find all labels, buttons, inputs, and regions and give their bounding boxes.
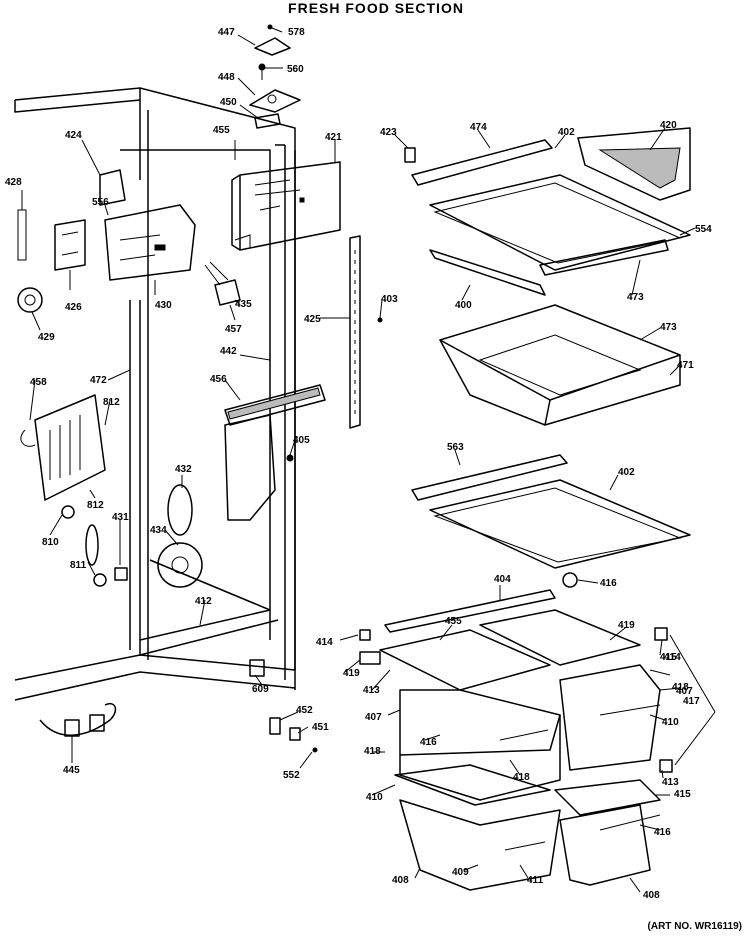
callout-403: 403 <box>381 294 398 305</box>
callout-402: 402 <box>558 127 575 138</box>
callout-445: 445 <box>63 765 80 776</box>
callout-404: 404 <box>494 574 511 585</box>
callout-407: 407 <box>365 712 382 723</box>
shelf-ladder-rail <box>349 235 361 429</box>
callout-419: 419 <box>618 620 635 631</box>
callout-413: 413 <box>363 685 380 696</box>
callout-447: 447 <box>218 27 235 38</box>
callout-552: 552 <box>283 770 300 781</box>
callout-416: 416 <box>420 737 437 748</box>
power-cord <box>39 703 117 737</box>
callout-448: 448 <box>218 72 235 83</box>
callout-414: 414 <box>664 652 681 663</box>
misc-small-parts <box>61 147 416 753</box>
callout-473: 473 <box>627 292 644 303</box>
callout-428: 428 <box>5 177 22 188</box>
callout-410: 410 <box>366 792 383 803</box>
callout-563: 563 <box>447 442 464 453</box>
cabinet-liner <box>14 87 296 701</box>
callout-556: 556 <box>92 197 109 208</box>
upper-shelf <box>411 127 691 296</box>
callout-455: 455 <box>445 616 462 627</box>
callout-411: 411 <box>527 875 544 886</box>
middle-shelf <box>411 454 691 588</box>
callout-432: 432 <box>175 464 192 475</box>
callout-442: 442 <box>220 346 237 357</box>
callout-554: 554 <box>695 224 712 235</box>
callout-400: 400 <box>455 300 472 311</box>
callout-811: 811 <box>70 560 87 571</box>
callout-415: 415 <box>660 652 677 663</box>
callout-578: 578 <box>288 27 305 38</box>
callout-410: 410 <box>662 717 679 728</box>
callout-435: 435 <box>235 299 252 310</box>
callout-452: 452 <box>296 705 313 716</box>
callout-408: 408 <box>643 890 660 901</box>
callout-423: 423 <box>380 127 397 138</box>
callout-402: 402 <box>618 467 635 478</box>
callout-456: 456 <box>210 374 227 385</box>
callout-471: 471 <box>677 360 694 371</box>
callout-812: 812 <box>103 397 120 408</box>
art-number: (ART NO. WR16119) <box>647 921 742 932</box>
heater-plate <box>20 394 106 501</box>
meat-pan <box>439 304 681 426</box>
callout-810: 810 <box>42 537 59 548</box>
air-damper <box>224 384 326 521</box>
callout-429: 429 <box>38 332 55 343</box>
callout-416: 416 <box>654 827 671 838</box>
callout-416: 416 <box>600 578 617 589</box>
callout-450: 450 <box>220 97 237 108</box>
callout-405: 405 <box>293 435 310 446</box>
callout-418: 418 <box>672 682 689 693</box>
callout-407: 407 <box>676 686 693 697</box>
callout-413: 413 <box>662 777 679 788</box>
callout-415: 415 <box>674 789 691 800</box>
callout-473: 473 <box>660 322 677 333</box>
callout-418: 418 <box>513 772 530 783</box>
diagram-title: FRESH FOOD SECTION <box>288 0 464 16</box>
control-housing <box>231 161 341 251</box>
callout-458: 458 <box>30 377 47 388</box>
leader-lines <box>21 27 716 893</box>
callout-457: 457 <box>225 324 242 335</box>
callout-418: 418 <box>364 746 381 757</box>
callout-455: 455 <box>213 125 230 136</box>
callout-labels: 447 578 448 560 450 455 421 423 474 402 420 424 428 5… <box>5 27 712 901</box>
callout-419: 419 <box>343 668 360 679</box>
callout-431: 431 <box>112 512 129 523</box>
crisper-drawers <box>359 589 673 891</box>
callout-421: 421 <box>325 132 342 143</box>
callout-425: 425 <box>304 314 321 325</box>
callout-414: 414 <box>316 637 333 648</box>
callout-408: 408 <box>392 875 409 886</box>
callout-812: 812 <box>87 500 104 511</box>
callout-426: 426 <box>65 302 82 313</box>
callout-420: 420 <box>660 120 677 131</box>
callout-474: 474 <box>470 122 487 133</box>
callout-434: 434 <box>150 525 167 536</box>
callout-560: 560 <box>287 64 304 75</box>
callout-430: 430 <box>155 300 172 311</box>
callout-451: 451 <box>312 722 329 733</box>
callout-412: 412 <box>195 596 212 607</box>
callout-417: 417 <box>683 696 700 707</box>
callout-409: 409 <box>452 867 469 878</box>
callout-609: 609 <box>252 684 269 695</box>
callout-472: 472 <box>90 375 107 386</box>
light-and-switch <box>17 169 241 313</box>
hinge-assembly <box>249 24 301 129</box>
callout-424: 424 <box>65 130 82 141</box>
